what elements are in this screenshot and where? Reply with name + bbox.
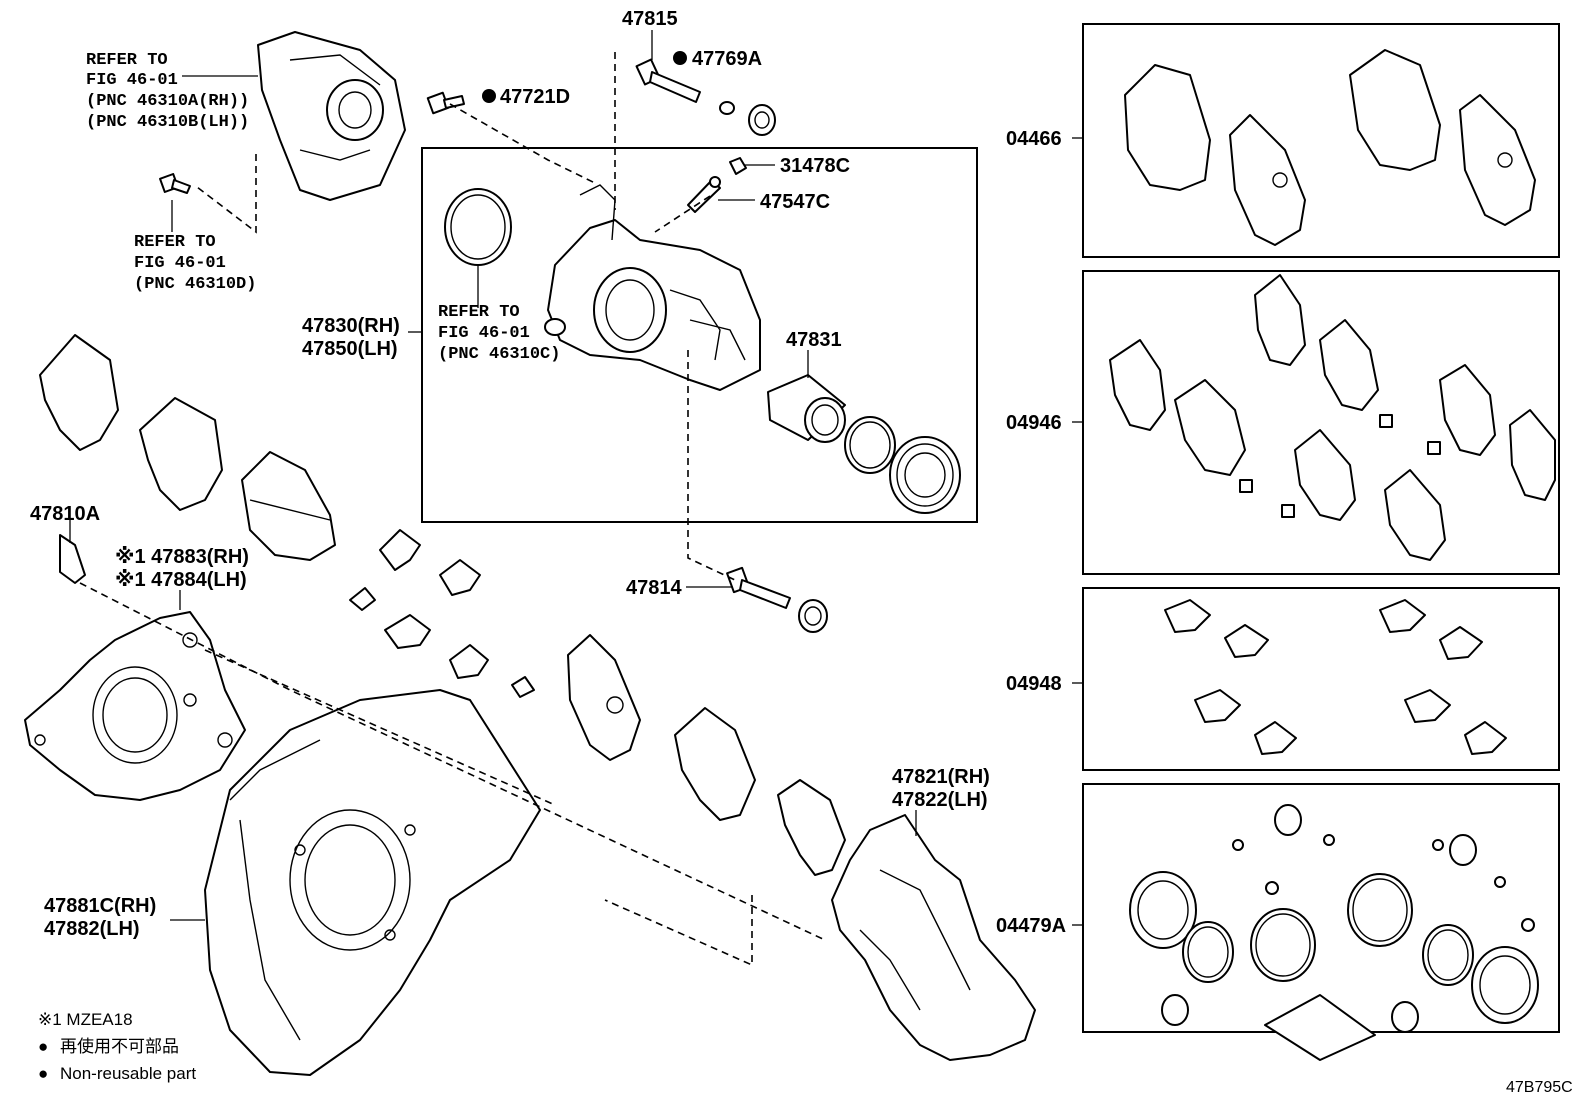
pin-47814 — [726, 566, 791, 609]
kit-04948-clips — [1164, 599, 1507, 755]
label-47882[interactable]: 47882(LH) — [44, 918, 140, 940]
non-reusable-bullet-icon — [673, 51, 687, 65]
clip-2 — [439, 559, 481, 596]
legend-en: Non-reusable part — [60, 1064, 196, 1083]
label-04466[interactable]: 04466 — [1006, 128, 1062, 150]
refer-line[interactable]: FIG 46-01 — [438, 324, 530, 343]
label-47547C[interactable]: 47547C — [760, 191, 830, 213]
refer-line: (PNC 46310A(RH)) — [86, 92, 249, 111]
kit-box-04466 — [1082, 23, 1560, 258]
refer-line: (PNC 46310C) — [438, 345, 560, 364]
refer-note-2: REFER TO FIG 46-01 (PNC 46310D) — [134, 233, 256, 294]
dashed-lines — [79, 52, 826, 967]
label-04479A[interactable]: 04479A — [996, 915, 1066, 937]
label-47769A[interactable]: 47769A — [692, 48, 762, 70]
pad-shim-1 — [39, 334, 119, 451]
legend-note1: ※1 MZEA18 — [38, 1010, 133, 1029]
leader-lines — [69, 30, 1083, 926]
brake-pad-center — [567, 634, 641, 761]
refer-line[interactable]: FIG 46-01 — [86, 71, 178, 90]
diagram-code: 47B795C — [1506, 1079, 1573, 1096]
kit-box-04948 — [1082, 587, 1560, 771]
pad-shim-right — [777, 779, 846, 876]
pin-boot — [748, 104, 776, 136]
legend-bullet-icon: ● — [38, 1064, 48, 1083]
mounting-bracket — [831, 814, 1036, 1061]
label-47721D[interactable]: 47721D — [500, 86, 570, 108]
caliper-assembly-box — [421, 147, 978, 523]
label-04948[interactable]: 04948 — [1006, 673, 1062, 695]
clip-3 — [349, 587, 376, 611]
refer-line[interactable]: FIG 46-01 — [134, 254, 226, 273]
label-04946[interactable]: 04946 — [1006, 412, 1062, 434]
refer-line: (PNC 46310B(LH)) — [86, 113, 249, 132]
non-reusable-bullet-icon — [482, 89, 496, 103]
refer-line: (PNC 46310D) — [134, 275, 256, 294]
legend: ※1 MZEA18 ● 再使用不可部品 ● Non-reusable part — [38, 1010, 196, 1083]
label-47814[interactable]: 47814 — [626, 577, 682, 599]
refer-line: REFER TO — [438, 303, 520, 322]
clip-5 — [449, 644, 489, 679]
label-47881C[interactable]: 47881C(RH) — [44, 895, 156, 917]
refer-line: REFER TO — [86, 51, 168, 70]
pin-47815 — [635, 58, 735, 115]
kit-04946-shims — [1109, 274, 1556, 561]
clip-4 — [384, 614, 431, 649]
caliper-body — [544, 184, 761, 391]
pad-shim-2 — [139, 397, 223, 511]
kit-04479A-seals — [1129, 804, 1539, 1061]
label-47831[interactable]: 47831 — [786, 329, 842, 351]
label-47822[interactable]: 47822(LH) — [892, 789, 988, 811]
bleeder-cap-31478C — [729, 157, 747, 175]
piston-47831 — [767, 374, 846, 443]
part-labels: 47815 47769A 47721D 31478C 47547C 47831 … — [30, 8, 1066, 940]
label-31478C[interactable]: 31478C — [780, 155, 850, 177]
legend-bullet-icon: ● — [38, 1037, 48, 1056]
pad-shim-center — [674, 707, 756, 821]
label-47883[interactable]: ※1 47883(RH) — [115, 546, 249, 568]
label-47830[interactable]: 47830(RH) — [302, 315, 400, 337]
label-47810A[interactable]: 47810A — [30, 503, 100, 525]
label-47815[interactable]: 47815 — [622, 8, 678, 30]
piston-seal — [844, 416, 896, 474]
clip-6 — [511, 676, 535, 698]
kit-04466-pads — [1124, 49, 1536, 246]
caliper-seal-ring — [444, 188, 512, 266]
refer-line: REFER TO — [134, 233, 216, 252]
bolt-46310D — [159, 173, 191, 194]
bolt-47721D — [426, 91, 465, 115]
backing-flange — [24, 611, 246, 801]
brake-actuator — [257, 31, 406, 201]
knuckle-47810A — [59, 534, 86, 584]
refer-note-3: REFER TO FIG 46-01 (PNC 46310C) — [438, 303, 560, 364]
dust-boot — [889, 436, 961, 514]
brake-pad-left — [241, 451, 336, 561]
clip-1 — [379, 529, 421, 571]
label-47884[interactable]: ※1 47884(LH) — [115, 569, 247, 591]
refer-note-1: REFER TO FIG 46-01 (PNC 46310A(RH)) (PNC… — [86, 51, 249, 132]
bleeder-screw-47547C — [687, 176, 721, 213]
dust-shield — [204, 689, 541, 1076]
legend-jp: 再使用不可部品 — [60, 1036, 179, 1056]
label-47821[interactable]: 47821(RH) — [892, 766, 990, 788]
label-47850[interactable]: 47850(LH) — [302, 338, 398, 360]
pin-boot-lower — [798, 599, 828, 633]
